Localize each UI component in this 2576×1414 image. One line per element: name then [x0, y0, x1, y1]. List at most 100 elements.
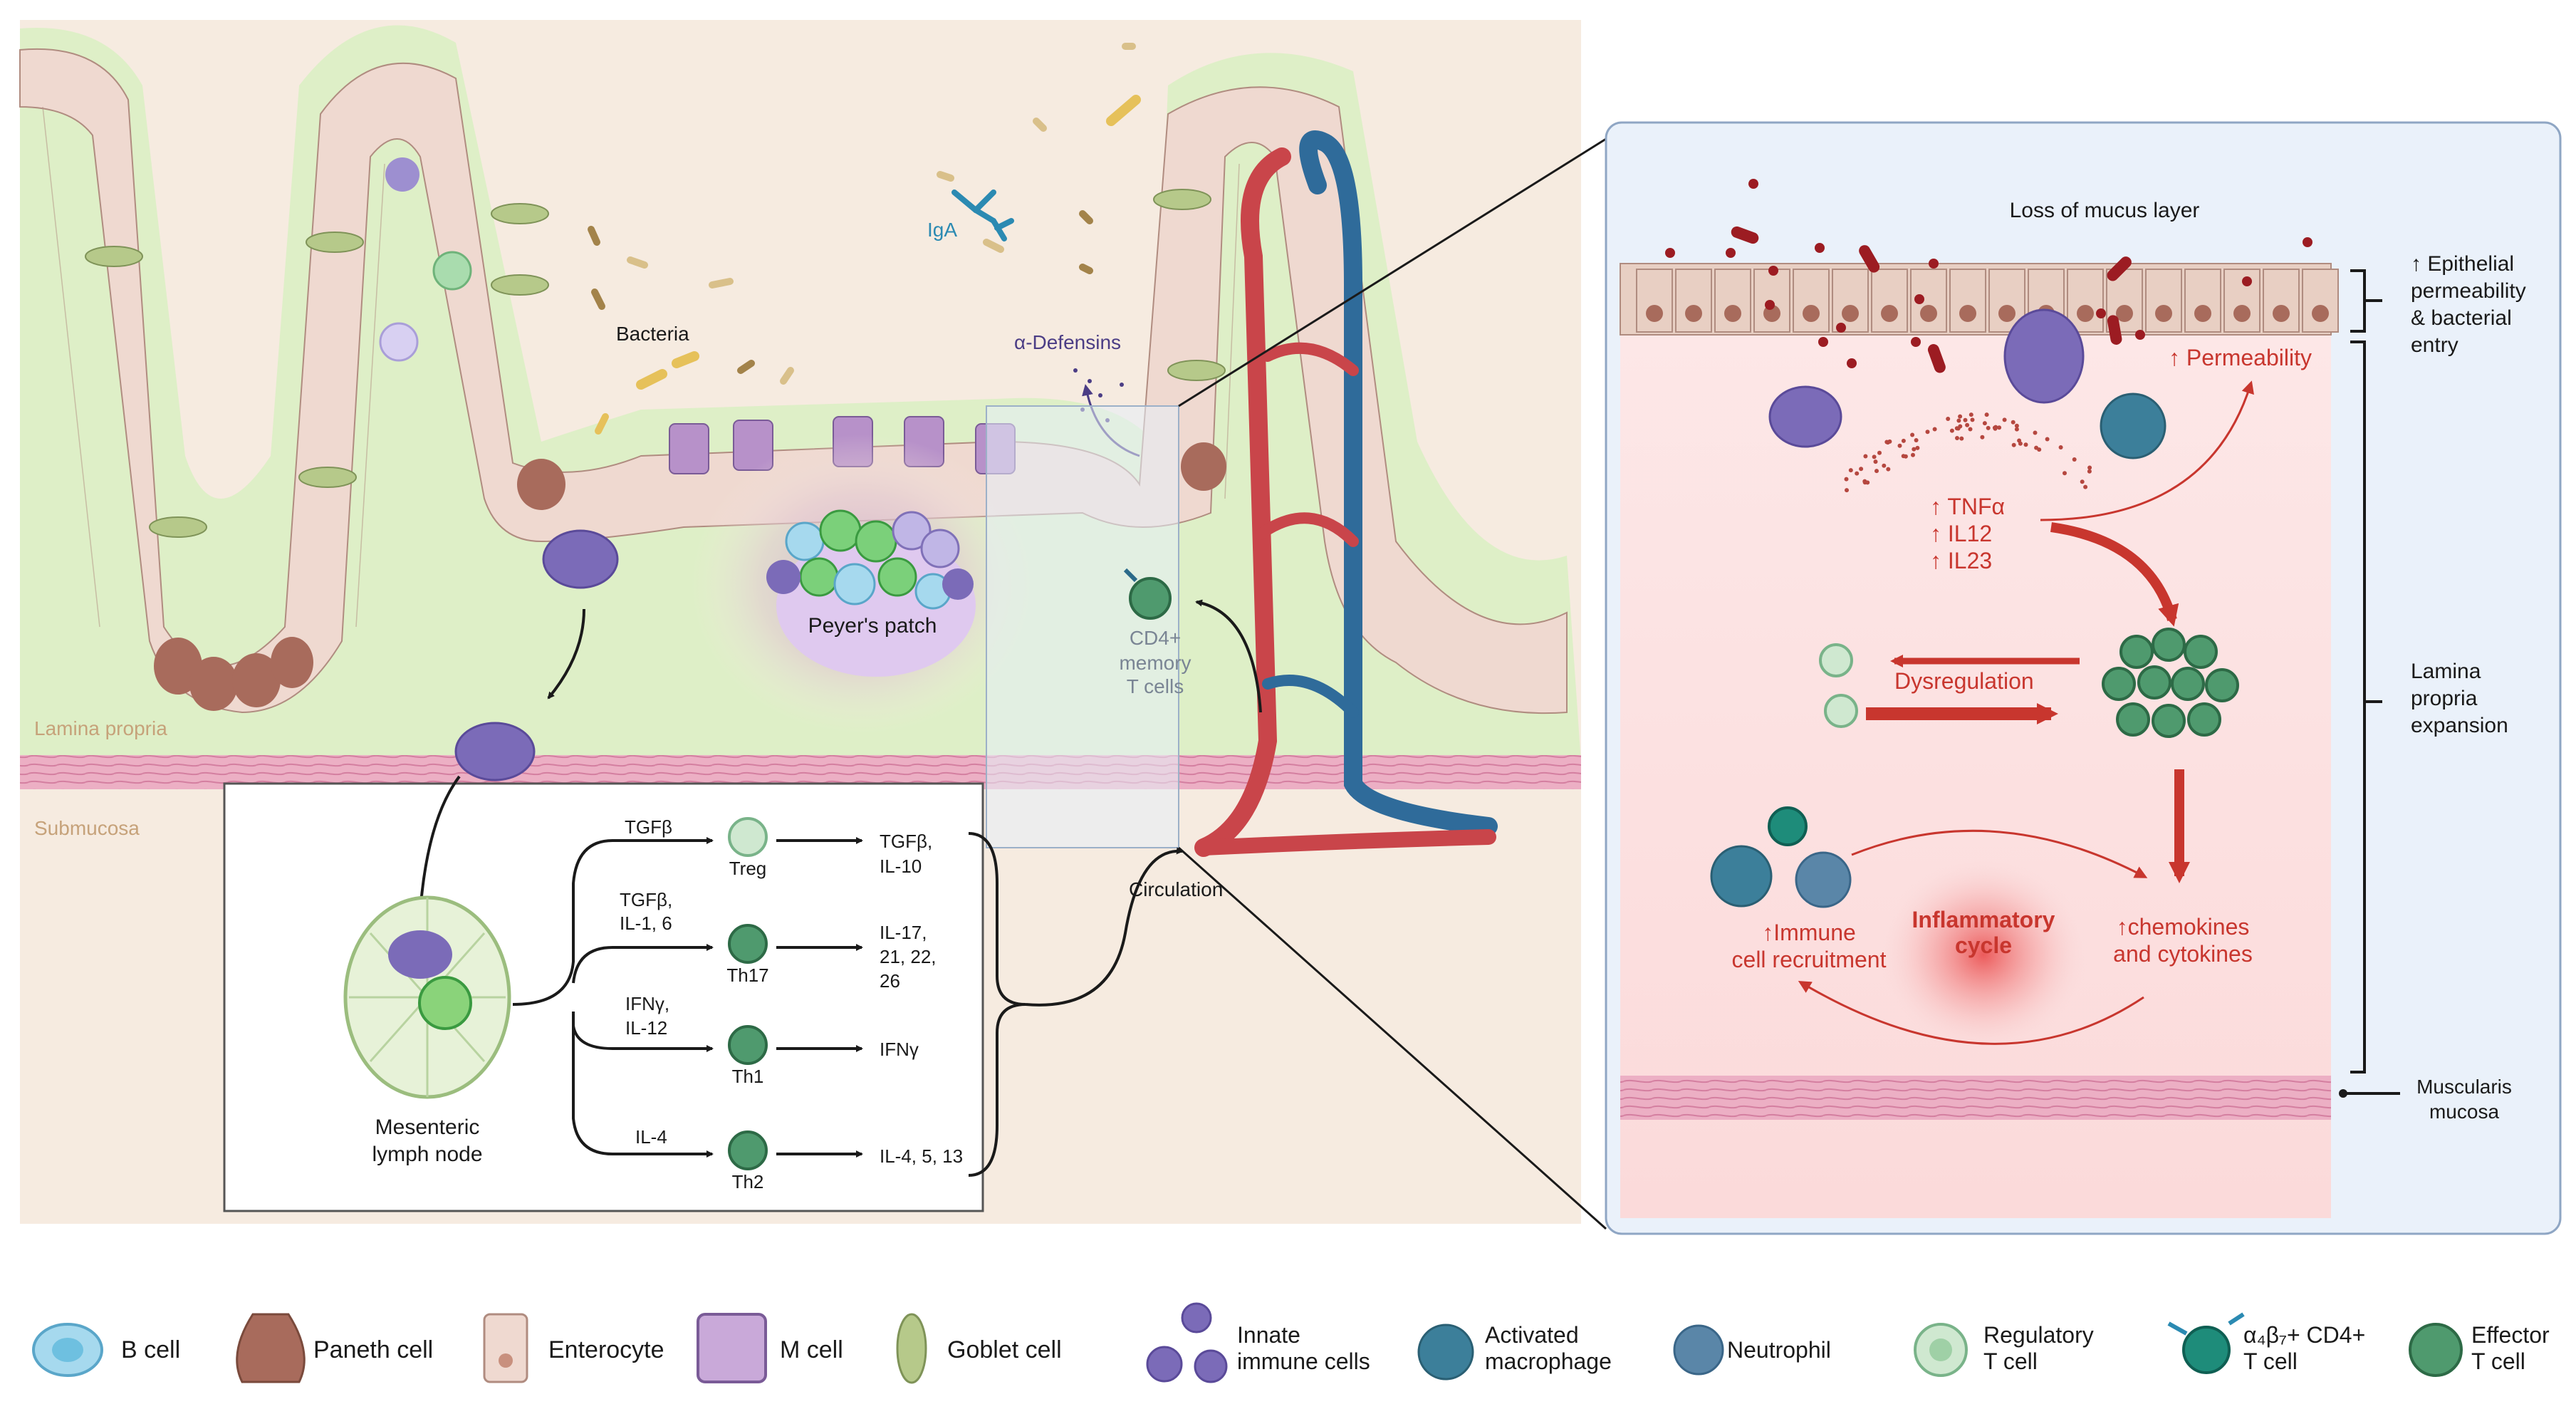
cd4-label-3: T cells: [1127, 675, 1184, 697]
inset-bacteria: [1665, 179, 2312, 373]
cytokine-dot: [2045, 437, 2050, 442]
inset-enterocyte-nucleus: [2116, 305, 2133, 322]
th1-label: Th1: [732, 1066, 764, 1087]
cytokine-dot: [1886, 467, 1891, 472]
cytokine-dot: [1949, 428, 1954, 433]
inset-enterocyte-nucleus: [1998, 305, 2016, 322]
dysregulation-label: Dysregulation: [1894, 668, 2034, 694]
inset-panel: Loss of mucus layer ↑ Permeability ↑ TNF…: [1605, 121, 2562, 1235]
recruit-a4b7-t-cell-icon: [1768, 806, 1808, 846]
th1-cell-icon: [728, 1025, 768, 1065]
legend-goblet: Goblet cell: [947, 1336, 1062, 1363]
inset-enterocyte: [2145, 269, 2182, 333]
th2-output: IL-4, 5, 13: [880, 1145, 963, 1167]
epi-label-3: & bacterial: [2411, 306, 2512, 330]
th17-output-2: 21, 22,: [880, 946, 937, 967]
a4b7-cd4-t-cell-icon: [2182, 1326, 2231, 1374]
cytokine-dot: [1958, 414, 1963, 419]
legend-eff-2: T cell: [2471, 1348, 2525, 1374]
tgfb-label: TGFβ: [625, 816, 672, 838]
legend-innate-2: immune cells: [1237, 1348, 1370, 1374]
legend-paneth: Paneth cell: [313, 1336, 433, 1363]
lymph-node-panel: Mesenteric lymph node TGFβ Treg TGFβ, IL…: [223, 775, 1184, 1212]
inset-enterocyte: [2184, 269, 2221, 333]
th1-input-1: IFNγ,: [625, 993, 669, 1014]
permeability-label: ↑ Permeability: [2169, 345, 2312, 370]
lp-label-3: expansion: [2411, 714, 2508, 737]
inset-enterocyte-nucleus: [1959, 305, 1976, 322]
lp-label-2: propria: [2411, 687, 2478, 710]
cytokine-dot: [2087, 469, 2092, 474]
legend-a4b7-2: T cell: [2243, 1348, 2298, 1374]
treg-output-2: IL-10: [880, 856, 922, 877]
cytokine-dot: [1915, 445, 1920, 450]
cytokine-dot: [2080, 479, 2085, 484]
th2-input: IL-4: [635, 1126, 667, 1148]
effector-t-cell-cluster: [2102, 628, 2239, 738]
defensins-label: α-Defensins: [1014, 331, 1121, 353]
inset-enterocyte-nucleus: [2312, 305, 2329, 322]
mm-label-1: Muscularis: [2416, 1076, 2512, 1098]
cytokine-dot: [2034, 445, 2039, 450]
cytokine-dot: [1914, 438, 1919, 442]
iga-antibody-icon: [951, 189, 1014, 241]
inset-enterocyte-nucleus: [1646, 305, 1663, 322]
cytokine-dot: [1959, 436, 1964, 441]
chemo-label-2: and cytokines: [2113, 941, 2253, 967]
cytokine-dot: [1884, 440, 1889, 445]
cytokine-dot: [2014, 423, 2019, 428]
cytokine-dot: [1965, 422, 1970, 427]
recruit-label-2: cell recruitment: [1732, 947, 1887, 972]
legend: B cell Paneth cell Enterocyte M cell Gob…: [32, 1302, 2550, 1384]
cytokine-dot: [1911, 452, 1915, 457]
peyers-patch: Peyer's patch: [691, 435, 1033, 734]
effector-t-cell-icon: [2409, 1323, 2463, 1377]
mm-label-2: mucosa: [2429, 1101, 2499, 1123]
bacteria-label: Bacteria: [616, 323, 689, 345]
cytokine-dot: [1910, 432, 1915, 437]
cytokine-dot: [1844, 477, 1849, 482]
inset-innate-cell-icon: [1768, 385, 1842, 448]
lamina-cells: [379, 157, 472, 362]
inset-enterocyte-nucleus: [2077, 305, 2094, 322]
legend-b-cell: B cell: [121, 1336, 180, 1363]
legend-enterocyte: Enterocyte: [548, 1336, 664, 1363]
cytokine-dot: [2011, 420, 2016, 425]
th17-input-2: IL-1, 6: [620, 913, 672, 934]
inset-enterocyte-nucleus: [1685, 305, 1702, 322]
treg-cell-icon: [728, 817, 768, 857]
epi-label-4: entry: [2411, 333, 2458, 357]
cytokine-dot: [1968, 412, 1973, 417]
iga-label: IgA: [927, 219, 957, 241]
recruit-label-1: ↑Immune: [1762, 920, 1856, 945]
cytokine-dot: [1946, 417, 1951, 421]
recruit-macrophage-icon: [1710, 845, 1773, 908]
legend-treg-1: Regulatory: [1983, 1322, 2094, 1348]
inset-enterocyte-nucleus: [1842, 305, 1859, 322]
chemo-label-1: ↑chemokines: [2117, 914, 2250, 940]
cytokine-dot: [2087, 465, 2092, 470]
cytokine-dot: [1984, 412, 1989, 417]
cd4-label-1: CD4+: [1130, 627, 1181, 649]
legend-innate-1: Innate: [1237, 1322, 1300, 1348]
inset-enterocyte-nucleus: [1920, 305, 1937, 322]
cytokine-dot: [1958, 424, 1963, 429]
inset-enterocyte-nucleus: [1724, 305, 1741, 322]
th17-output-3: 26: [880, 970, 900, 992]
effector-t-cell: [2152, 628, 2186, 662]
neutrophil-icon: [1673, 1324, 1724, 1376]
legend-neutrophil: Neutrophil: [1727, 1337, 1831, 1363]
inset-epithelium: [1620, 263, 2339, 336]
blood-vessels: [1194, 130, 1498, 857]
cytokine-dot: [1980, 435, 1985, 440]
inset-macrophage-icon: [2100, 393, 2166, 459]
cytokine-dot: [1970, 417, 1975, 422]
th17-input-1: TGFβ,: [620, 889, 672, 910]
legend-eff-1: Effector: [2471, 1322, 2550, 1348]
cytokine-dot: [2011, 442, 2016, 447]
lymph-node-label-1: Mesenteric: [375, 1116, 480, 1139]
mucus-label: Loss of mucus layer: [2010, 199, 2200, 222]
bacteria: [588, 43, 1141, 435]
th17-cell-icon: [728, 924, 768, 964]
